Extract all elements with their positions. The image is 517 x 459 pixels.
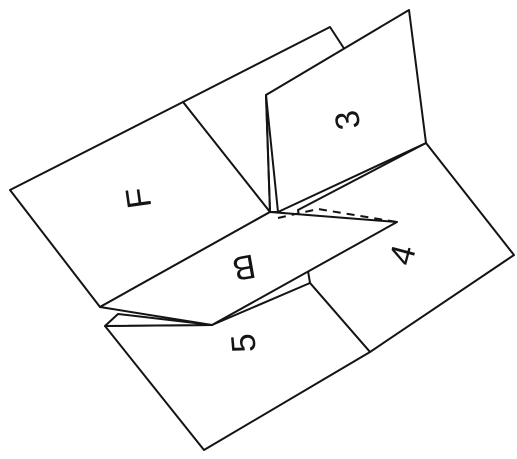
face-label-5: 5: [224, 332, 264, 354]
